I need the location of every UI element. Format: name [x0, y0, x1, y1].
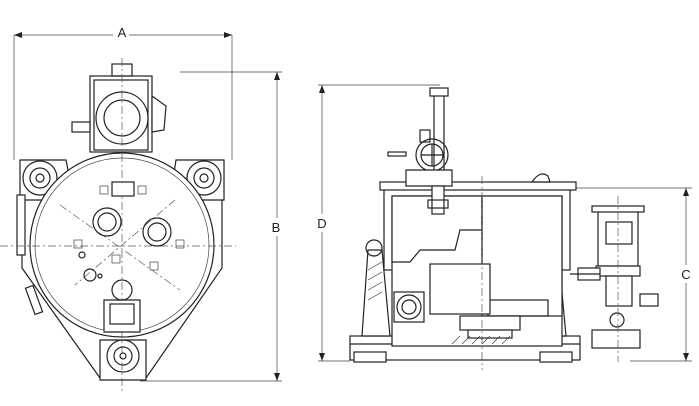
dimension-a: A [13, 24, 233, 160]
dimension-b-label: B [272, 220, 281, 235]
dimension-d-label: D [317, 216, 326, 231]
dimension-b: B [140, 71, 284, 382]
dimension-c: C [570, 187, 694, 362]
dimension-d: D [314, 84, 440, 362]
side-view [349, 87, 659, 370]
dimension-a-label: A [118, 25, 127, 40]
plan-view [0, 58, 236, 392]
dimension-c-label: C [681, 267, 690, 282]
